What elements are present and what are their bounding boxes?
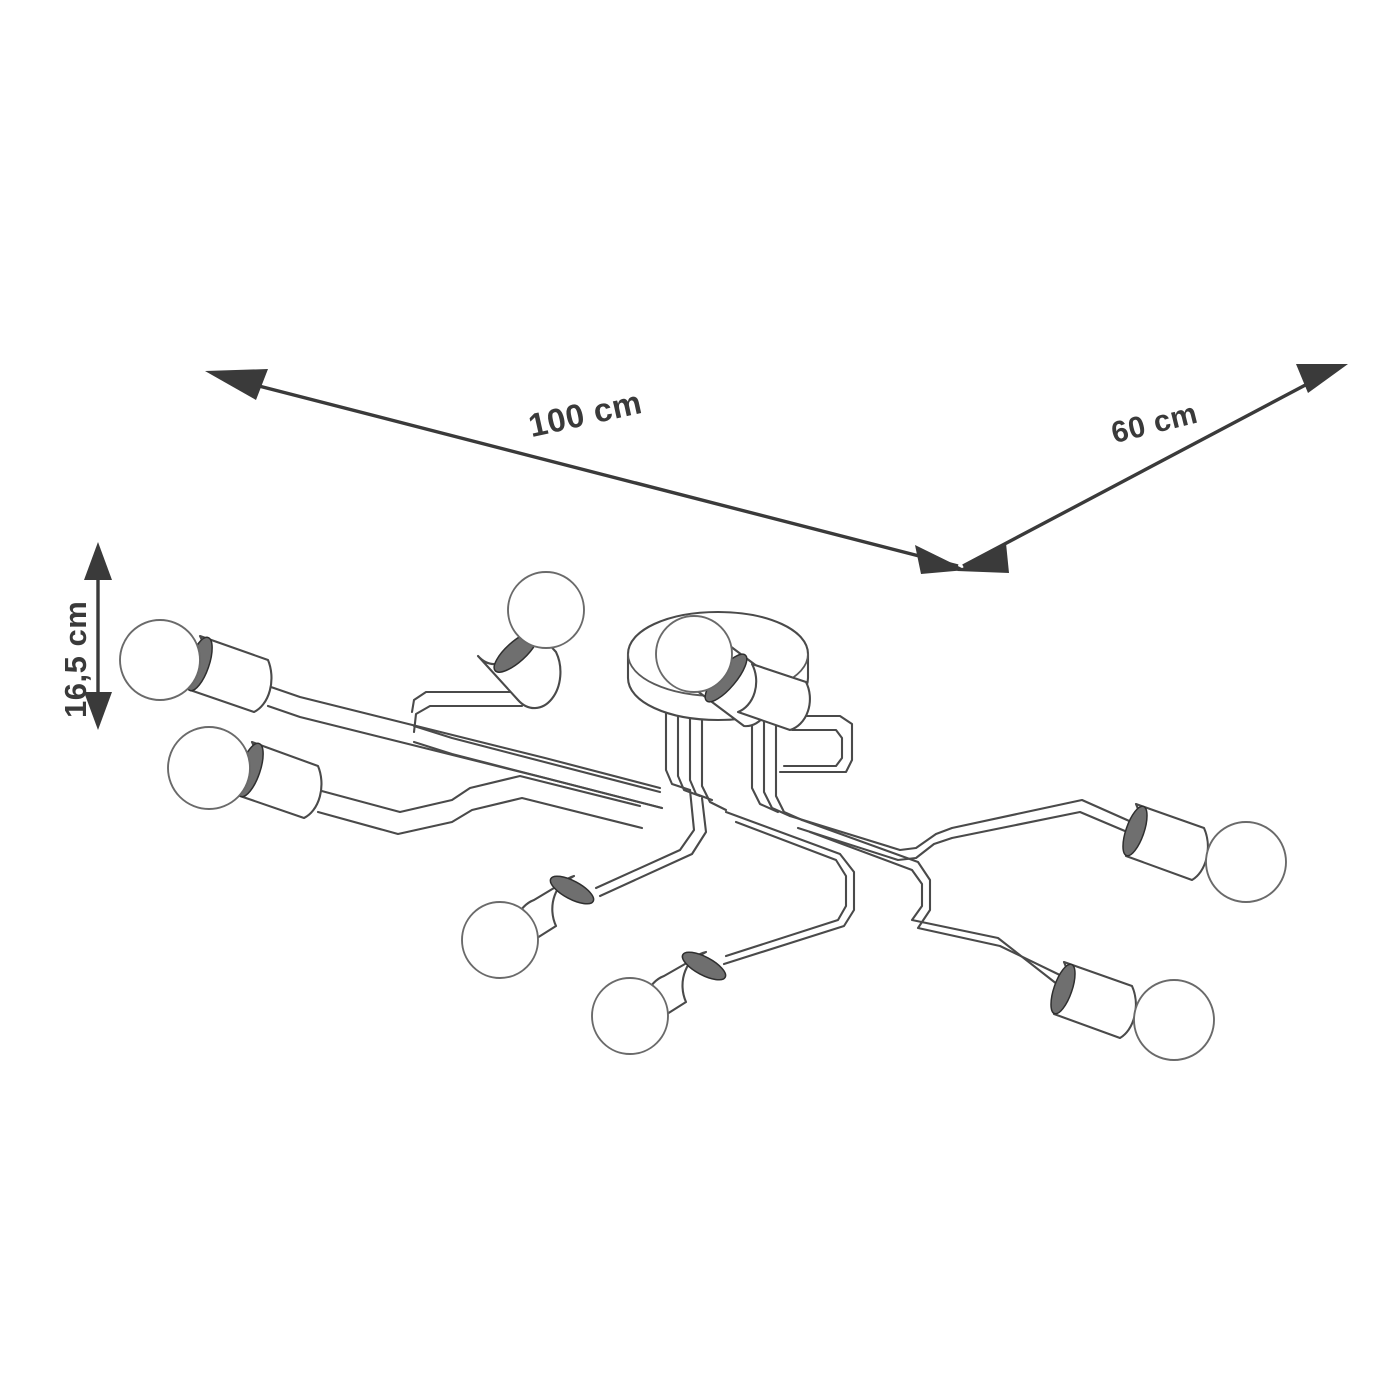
bulb-upper-left-1 (119, 619, 273, 714)
dimension-arrow-depth (957, 364, 1348, 573)
bulb-canopy-center (655, 615, 811, 732)
arrow-up-right-icon (1296, 364, 1348, 393)
arrow-down-icon (84, 692, 112, 730)
bulb-right-upper (1122, 802, 1287, 903)
bulb-right-lower (1050, 960, 1215, 1061)
dimension-arrow-height (84, 542, 112, 730)
bulb-lower-inner-center (591, 950, 727, 1055)
dimension-arrow-width (205, 369, 966, 574)
arrow-up-icon (84, 542, 112, 580)
dimension-label-height: 16,5 cm (58, 600, 93, 718)
bulb-upper-left-2 (167, 726, 323, 820)
bulb-lower-inner-left (461, 874, 595, 979)
arrow-down-left-icon (957, 543, 1009, 573)
arrow-down-right-icon (915, 545, 966, 574)
arrow-left-icon (205, 369, 268, 400)
bulb-top-center (476, 571, 585, 710)
lamp-arms (266, 684, 1138, 990)
